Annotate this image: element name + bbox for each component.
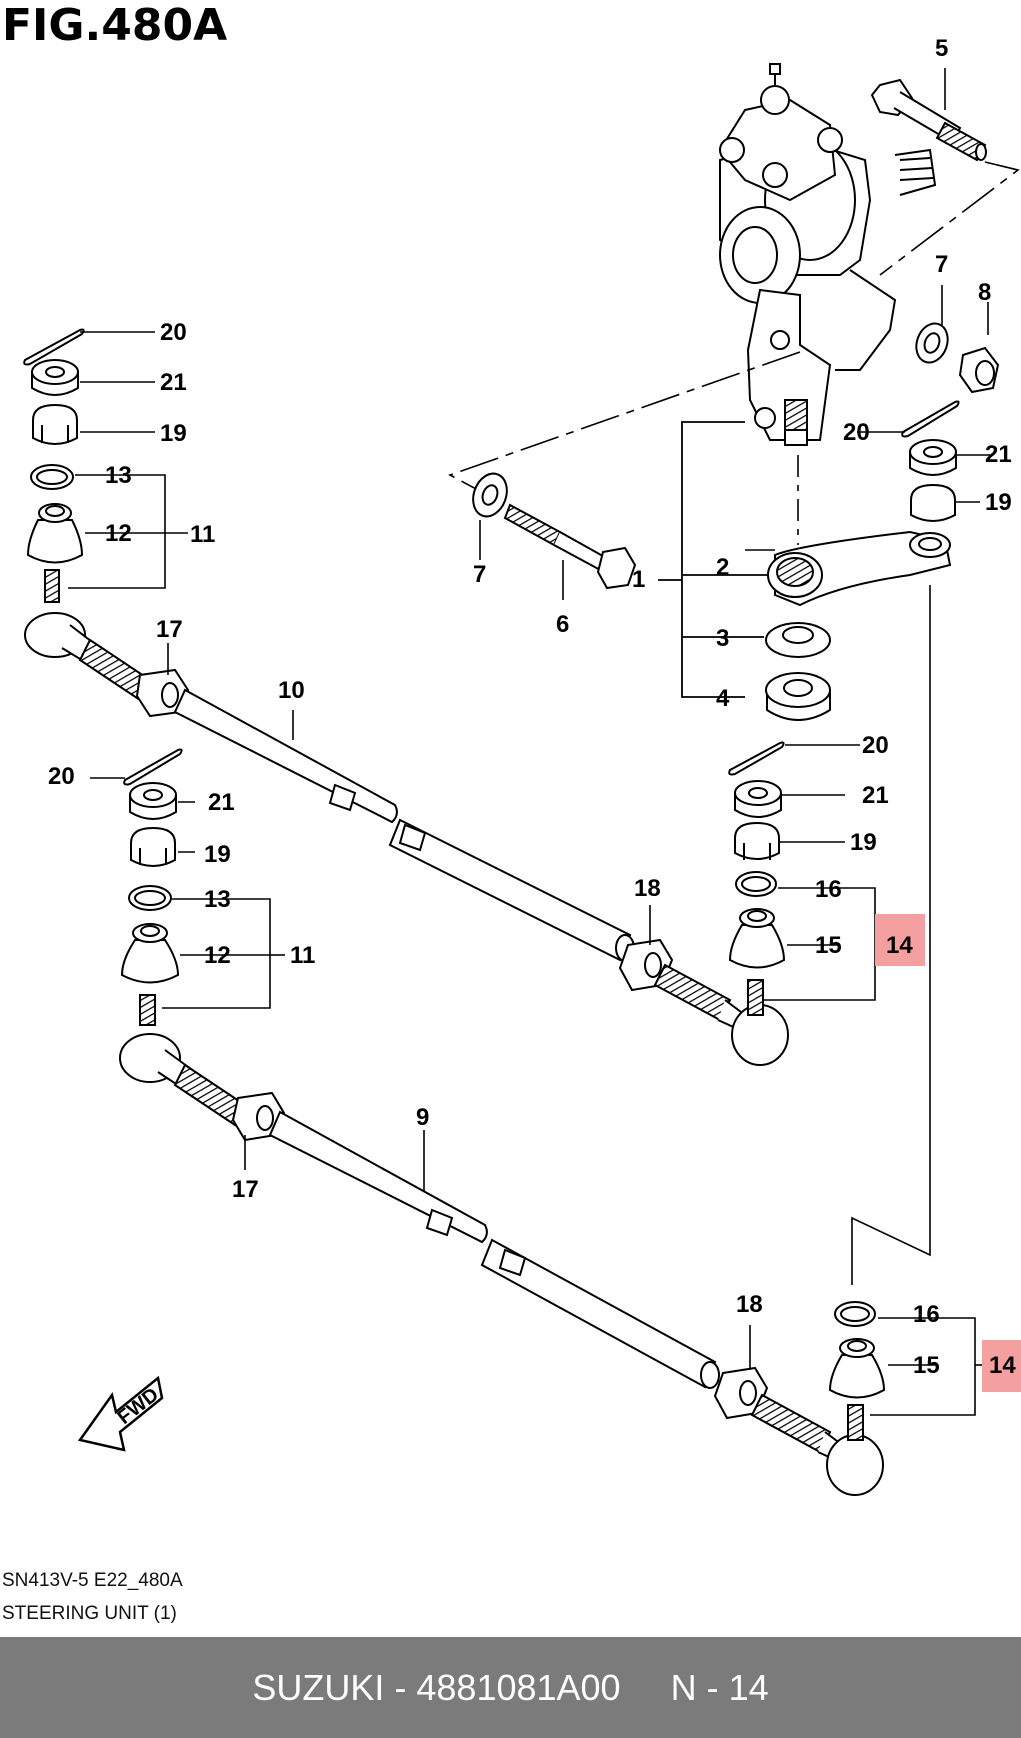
tie-rod-10 — [173, 688, 635, 962]
tie-rod-end-upper-left — [24, 569, 152, 702]
callout-9: 9 — [416, 1104, 429, 1131]
figure-title: FIG.480A — [2, 0, 228, 51]
callout-21: 21 — [160, 369, 187, 396]
castle-nut-21c — [909, 439, 957, 476]
nut-19a — [32, 403, 78, 445]
callout-16: 16 — [815, 876, 842, 903]
boot-12b — [120, 923, 180, 984]
callout-11: 11 — [190, 521, 215, 548]
callout-20: 20 — [843, 419, 870, 446]
nut-4 — [765, 672, 831, 721]
callout-10: 10 — [278, 677, 305, 704]
callout-1: 1 — [632, 566, 645, 593]
callout-13: 13 — [204, 886, 231, 913]
callout-14: 14 — [989, 1352, 1016, 1379]
callout-4: 4 — [716, 685, 730, 712]
footer-reference: N - 14 — [670, 1666, 769, 1708]
callout-3: 3 — [716, 625, 729, 652]
tie-rod-end-lower-left — [119, 994, 247, 1127]
callout-13: 13 — [105, 462, 132, 489]
callout-18: 18 — [736, 1291, 763, 1318]
pitman-arm-2 — [767, 530, 952, 607]
figure-code: SN413V-5 E22_480A — [2, 1570, 183, 1591]
callout-20: 20 — [862, 732, 889, 759]
callout-19: 19 — [204, 841, 231, 868]
cotter-pin-20a — [23, 328, 85, 366]
washer-7-left — [472, 472, 508, 518]
footer-brand: SUZUKI — [252, 1666, 385, 1708]
callout-12: 12 — [105, 520, 132, 547]
callout-18: 18 — [634, 875, 661, 902]
cotter-pin-20c — [901, 400, 960, 438]
callout-14: 14 — [886, 932, 913, 959]
washer-7-top — [915, 322, 949, 364]
bolt-5 — [870, 78, 987, 162]
callout-7: 7 — [473, 561, 486, 588]
nut-19b — [130, 826, 176, 867]
fwd-arrow-icon: FWD — [77, 1375, 164, 1452]
callout-20: 20 — [160, 319, 187, 346]
washer-3 — [765, 622, 831, 658]
nut-19c — [910, 483, 956, 522]
bracket-1 — [658, 421, 768, 698]
highlight-box-14b — [982, 1340, 1021, 1392]
callout-leaders — [68, 68, 990, 1416]
footer-bar: SUZUKI - 4881081A00 N - 14 — [0, 1637, 1021, 1738]
clip-16b — [834, 1301, 876, 1327]
tie-rod-9 — [268, 1110, 720, 1389]
callout-2: 2 — [716, 554, 729, 581]
callout-15: 15 — [913, 1352, 940, 1379]
nut-8 — [958, 346, 1000, 394]
nut-19d — [734, 821, 780, 860]
cotter-pin-20d — [728, 741, 785, 776]
callout-21: 21 — [985, 441, 1012, 468]
callout-12: 12 — [204, 942, 231, 969]
cotter-pin-20b — [123, 748, 183, 786]
tie-rod-end-lower-right — [750, 1393, 884, 1496]
callout-7: 7 — [935, 251, 948, 278]
callout-17: 17 — [156, 616, 183, 643]
tie-rod-end-upper-right — [653, 963, 789, 1066]
callout-19: 19 — [985, 489, 1012, 516]
clip-13a — [30, 464, 74, 490]
callout-15: 15 — [815, 932, 842, 959]
footer-separator: - — [384, 1666, 417, 1708]
clip-13b — [128, 885, 172, 911]
castle-nut-21a — [31, 359, 79, 396]
clip-16a — [735, 871, 777, 897]
callout-8: 8 — [978, 279, 991, 306]
footer-part-number: 4881081A00 — [416, 1666, 621, 1708]
castle-nut-21b — [129, 782, 177, 820]
callout-5: 5 — [935, 35, 948, 62]
callout-6: 6 — [556, 611, 569, 638]
castle-nut-21d — [734, 780, 782, 818]
bolt-6 — [503, 503, 637, 590]
callout-20: 20 — [48, 763, 75, 790]
callout-17: 17 — [232, 1176, 259, 1203]
callout-21: 21 — [208, 789, 235, 816]
boot-12a — [26, 503, 84, 564]
boot-15a — [728, 908, 786, 969]
callout-21: 21 — [862, 782, 889, 809]
lock-nut-17b — [231, 1091, 286, 1142]
callout-11: 11 — [290, 942, 315, 969]
highlight-box-14a — [875, 914, 925, 966]
callout-19: 19 — [850, 829, 877, 856]
callout-19: 19 — [160, 420, 187, 447]
leader-lines — [448, 161, 1020, 1285]
lock-nut-18b — [713, 1366, 769, 1420]
figure-caption: STEERING UNIT (1) — [2, 1603, 177, 1624]
callout-16: 16 — [913, 1301, 940, 1328]
boot-15b — [828, 1338, 886, 1399]
steering-gear-box — [718, 63, 937, 446]
